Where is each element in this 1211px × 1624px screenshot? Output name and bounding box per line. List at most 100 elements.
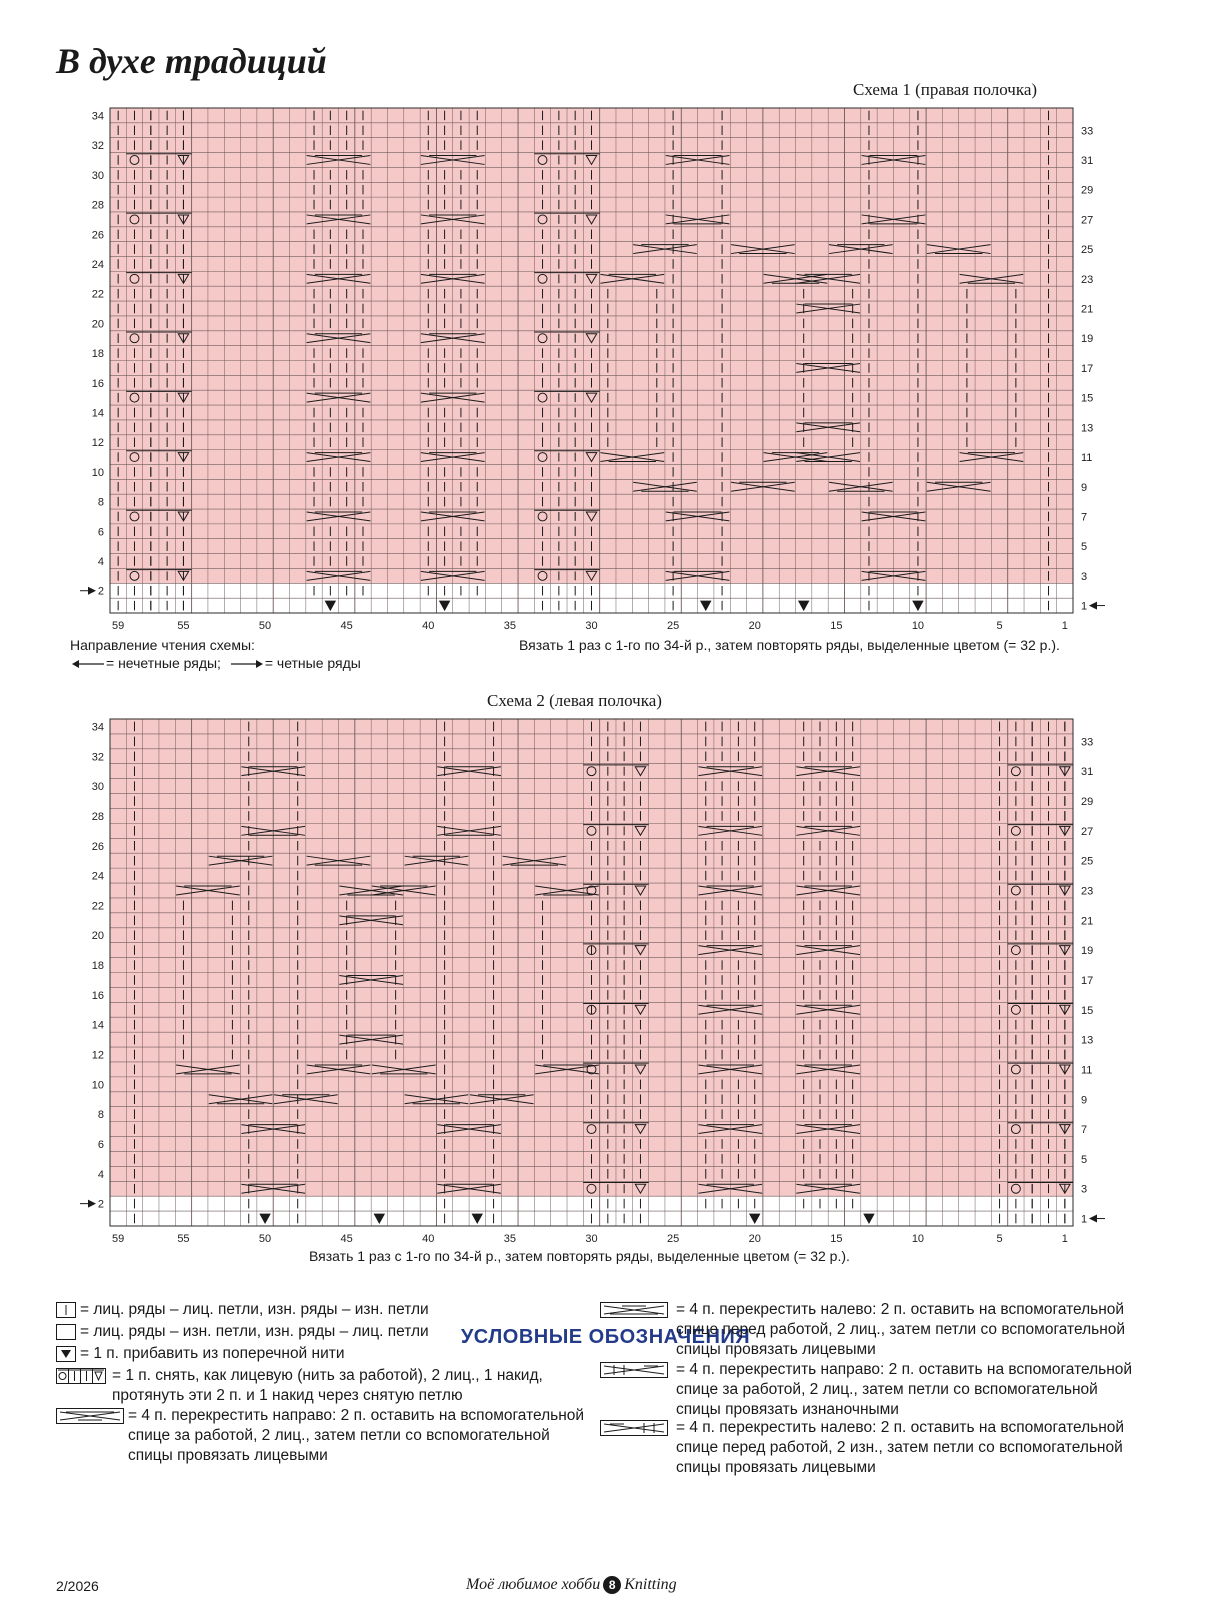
chart-border [109, 718, 1074, 1227]
slip-stitch-mark [177, 214, 190, 225]
row-label-right: 31 [1081, 155, 1093, 167]
column-label: 25 [667, 1233, 679, 1245]
cable-cross [796, 452, 861, 462]
stitch-symbols [133, 721, 1073, 1225]
cable-cross [339, 885, 404, 896]
increase-icon [56, 1345, 76, 1362]
column-label: 59 [112, 1233, 124, 1245]
row-label-left: 2 [98, 586, 104, 598]
yarnover-mark [537, 452, 548, 463]
yarnover-mark [1010, 766, 1021, 777]
cable-cross [665, 214, 730, 225]
row-label-left: 28 [92, 811, 104, 823]
row-label-left: 24 [92, 871, 104, 883]
column-label: 5 [996, 1233, 1002, 1245]
row-label-right: 15 [1081, 393, 1093, 405]
legend-item: = лиц. ряды – лиц. петли, изн. ряды – из… [56, 1300, 429, 1320]
slip-stitch-mark [1058, 825, 1071, 837]
row-label-left: 8 [98, 497, 104, 509]
cable-cross [306, 214, 371, 225]
yarnover-mark [129, 155, 140, 165]
cable-cross [796, 303, 861, 314]
yarnover-mark [537, 570, 548, 581]
slip-stitch-mark [585, 273, 598, 285]
yarnover-mark [586, 885, 597, 896]
cable-cross [437, 766, 501, 777]
yarnover-mark [537, 155, 548, 165]
row-label-left: 2 [98, 1199, 104, 1211]
slip-stitch-mark [1058, 945, 1071, 956]
row-label-left: 32 [92, 140, 104, 152]
cable-cross [502, 855, 567, 866]
row-label-left: 30 [92, 170, 104, 182]
row-label-right: 19 [1081, 333, 1093, 345]
row-label-right: 29 [1081, 796, 1093, 808]
row-label-left: 34 [92, 110, 104, 122]
legend-item: = лиц. ряды – изн. петли, изн. ряды – ли… [56, 1322, 429, 1342]
column-label: 59 [112, 620, 124, 632]
slip-stitch-mark [177, 273, 190, 285]
slip-stitch-mark [177, 333, 190, 344]
slip-stitch-mark [585, 452, 598, 463]
slip-stitch-mark [634, 1004, 647, 1016]
column-label: 50 [259, 1233, 271, 1245]
page-number-badge: 8 [603, 1576, 622, 1594]
cable-cross [633, 481, 697, 492]
cable-cross [698, 1183, 763, 1194]
yarnover-mark [1010, 945, 1021, 956]
scheme2-chart: 3432302826242220181614121086423331292725… [80, 718, 1105, 1245]
column-label: 1 [1062, 1233, 1068, 1245]
row-label-right: 9 [1081, 1094, 1087, 1106]
increase-mark [471, 1213, 483, 1225]
cable-cross [306, 1064, 371, 1075]
cable-cross [339, 915, 404, 926]
cable-cross [208, 855, 273, 866]
column-label: 15 [830, 620, 842, 632]
row-label-right: 5 [1081, 1154, 1087, 1166]
increase-mark [259, 1213, 271, 1225]
legend-item: = 1 п. снять, как лицевую (нить за работ… [56, 1366, 566, 1406]
row-label-right: 25 [1081, 856, 1093, 868]
cable-cross [420, 570, 485, 581]
cable-cross [437, 1124, 501, 1135]
row-label-left: 20 [92, 930, 104, 942]
row-label-left: 6 [98, 1139, 104, 1151]
scheme1-note: Вязать 1 раз с 1-го по 34-й р., затем по… [519, 637, 1060, 653]
cable-cross [861, 214, 926, 225]
row-label-right: 3 [1081, 1184, 1087, 1196]
yarnover-mark [586, 766, 597, 777]
row-label-left: 12 [92, 1050, 104, 1062]
row-label-right: 31 [1081, 766, 1093, 778]
row-label-left: 24 [92, 259, 104, 271]
row-label-right: 21 [1081, 304, 1093, 316]
cable-cross [796, 1124, 861, 1135]
cable-cross [730, 481, 795, 492]
column-label: 30 [585, 1233, 597, 1245]
cable-cross [796, 945, 861, 956]
cable-left-knit-icon [600, 1302, 668, 1318]
cable-right-purl-icon [600, 1362, 668, 1378]
cable-cross [600, 452, 665, 462]
brand-text-left: Моё любимое хобби [466, 1576, 601, 1593]
row-label-left: 16 [92, 990, 104, 1002]
row-label-right: 13 [1081, 1035, 1093, 1047]
slip-stitch-mark [585, 214, 598, 225]
legend-item: = 4 п. перекрестить налево: 2 п. оставит… [600, 1418, 1140, 1478]
yarnover-mark [129, 452, 140, 463]
row-label-right: 13 [1081, 422, 1093, 434]
cable-cross [420, 214, 485, 225]
row-label-left: 4 [98, 1169, 104, 1181]
slip-yarnover-icon [56, 1368, 106, 1384]
cable-cross [420, 392, 485, 403]
cable-right-knit-icon [56, 1408, 124, 1424]
legend-text: = 1 п. прибавить из поперечной нити [80, 1345, 345, 1362]
stitch-symbols [117, 110, 1050, 612]
cable-cross [796, 1183, 861, 1194]
scheme2-note: Вязать 1 раз с 1-го по 34-й р., затем по… [309, 1248, 850, 1264]
increase-mark [373, 1213, 386, 1225]
yarnover-mark [129, 392, 140, 403]
cable-cross [796, 422, 861, 433]
yarnover-mark [537, 214, 548, 225]
row-label-right: 33 [1081, 736, 1093, 748]
